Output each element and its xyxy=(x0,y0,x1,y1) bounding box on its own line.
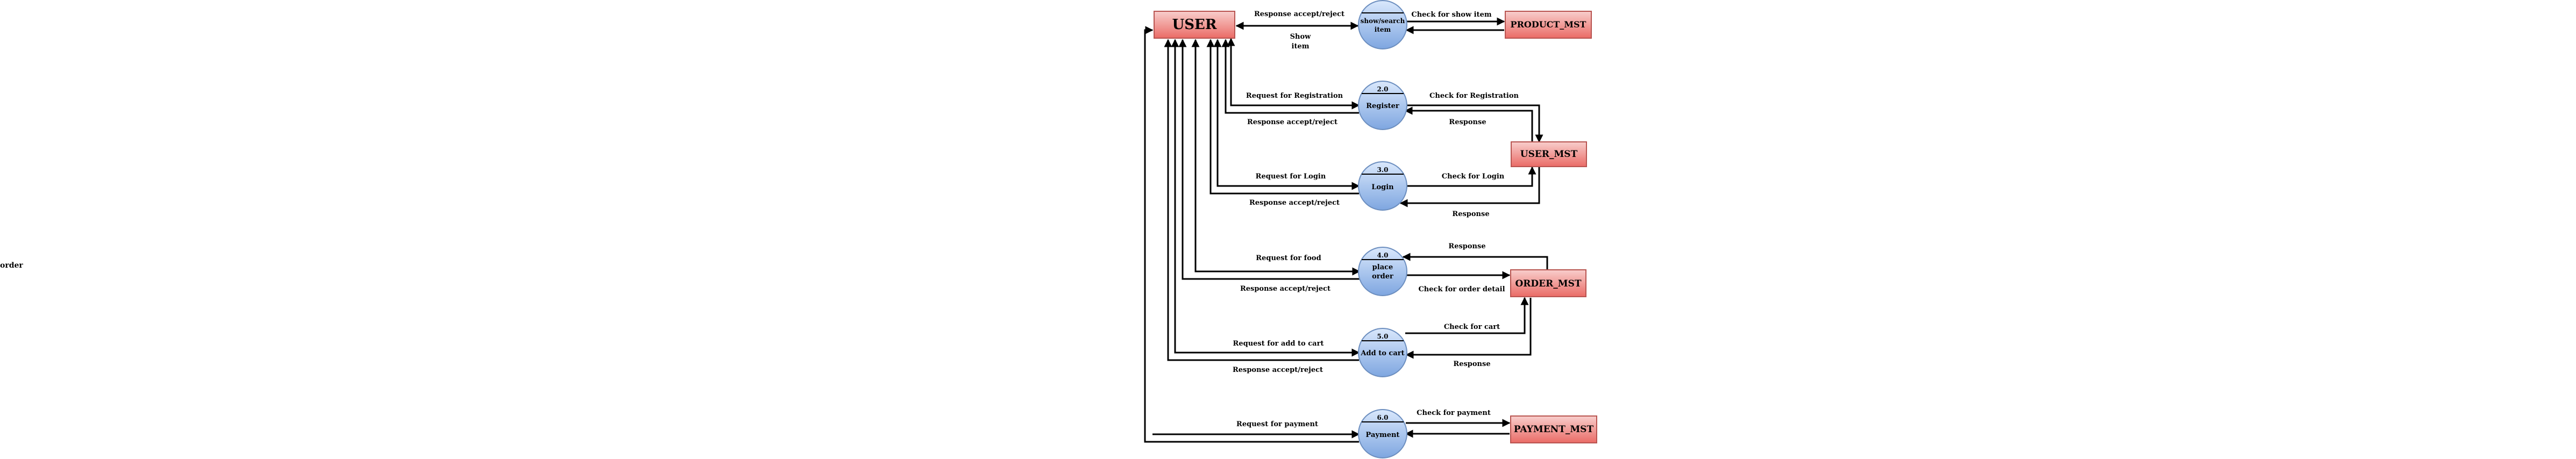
edge-login-db-response xyxy=(1399,167,1540,207)
process-show-search-item: show/search item xyxy=(1358,0,1407,49)
process-cart-name: Add to cart xyxy=(1360,349,1404,357)
label-order-db-response: Response xyxy=(1448,242,1485,250)
process-login-number: 3.0 xyxy=(1377,166,1389,174)
label-payment-request: Request for payment xyxy=(1236,420,1318,428)
label-login-check: Check for Login xyxy=(1442,173,1505,181)
process-payment: 6.0 Payment xyxy=(1358,409,1407,458)
entity-order-mst-label: ORDER_MST xyxy=(1515,278,1581,289)
label-cart-request: Request for add to cart xyxy=(1233,340,1324,348)
label-show-request: Response accept/reject xyxy=(1254,10,1344,18)
label-cart-db-response: Response xyxy=(1453,360,1490,368)
process-register-name: Register xyxy=(1366,102,1399,110)
edge-login-check xyxy=(1405,166,1536,187)
edge-register-check xyxy=(1405,104,1543,143)
edge-order-response xyxy=(1178,39,1360,280)
edge-register-db-response xyxy=(1404,106,1533,142)
process-order-name-line2: order xyxy=(1372,272,1393,281)
entity-user-mst: USER_MST xyxy=(1511,141,1587,167)
label-login-db-response: Response xyxy=(1452,210,1489,218)
entity-payment-mst-label: PAYMENT_MST xyxy=(1514,424,1594,435)
label-register-request: Request for Registration xyxy=(1246,92,1343,100)
edge-cart-db-response xyxy=(1405,298,1532,359)
stray-text-fragment: order xyxy=(0,261,23,270)
entity-order-mst: ORDER_MST xyxy=(1510,269,1586,297)
label-payment-check: Check for payment xyxy=(1417,409,1491,417)
label-order-response: Response accept/reject xyxy=(1240,285,1330,293)
label-order-request: Request for food xyxy=(1256,254,1321,262)
label-order-check: Check for order detail xyxy=(1418,285,1505,293)
label-cart-response: Response accept/reject xyxy=(1233,366,1323,374)
entity-user-box xyxy=(1154,11,1235,39)
process-login: 3.0 Login xyxy=(1358,161,1407,211)
label-cart-check: Check for cart xyxy=(1444,323,1500,331)
entity-product-mst-box xyxy=(1505,11,1592,39)
process-place-order: 4.0 place order xyxy=(1358,247,1407,296)
process-show-circle xyxy=(1358,0,1407,49)
label-show-check: Check for show item xyxy=(1411,11,1492,19)
entity-product-mst-label: PRODUCT_MST xyxy=(1511,19,1586,30)
edge-register-response xyxy=(1221,39,1359,114)
process-register: 2.0 Register xyxy=(1358,81,1407,130)
edge-order-db-response xyxy=(1402,253,1548,269)
edge-login-response xyxy=(1206,39,1359,195)
label-register-check: Check for Registration xyxy=(1429,92,1519,100)
process-register-number: 2.0 xyxy=(1377,85,1389,93)
entity-payment-mst-box xyxy=(1510,415,1597,443)
entity-user-mst-label: USER_MST xyxy=(1520,149,1578,160)
label-login-request: Request for Login xyxy=(1256,173,1326,181)
process-show-name-line1: show/search xyxy=(1361,17,1405,25)
entity-order-mst-box xyxy=(1510,269,1586,297)
process-order-number: 4.0 xyxy=(1377,252,1389,259)
process-payment-name: Payment xyxy=(1366,431,1400,439)
entity-payment-mst: PAYMENT_MST xyxy=(1510,415,1597,443)
label-register-response: Response accept/reject xyxy=(1247,118,1337,126)
edge-cart-response xyxy=(1164,39,1359,361)
process-login-name: Login xyxy=(1371,183,1394,191)
label-register-db-response: Response xyxy=(1449,118,1486,126)
entity-user-mst-box xyxy=(1511,141,1587,167)
edge-cart-request xyxy=(1171,39,1360,357)
label-show-response-line2: item xyxy=(1292,42,1310,51)
label-login-response: Response accept/reject xyxy=(1249,199,1340,207)
entity-product-mst: PRODUCT_MST xyxy=(1505,11,1592,39)
process-order-name-line1: place xyxy=(1372,263,1393,271)
entity-user: USER xyxy=(1154,11,1235,39)
entity-user-label: USER xyxy=(1172,17,1217,33)
edge-payment-response xyxy=(1144,26,1359,443)
edge-cart-check xyxy=(1405,297,1529,334)
edge-order-request xyxy=(1191,39,1361,276)
process-add-to-cart: 5.0 Add to cart xyxy=(1358,328,1407,377)
label-show-response-line1: Show xyxy=(1290,33,1312,41)
process-cart-number: 5.0 xyxy=(1377,333,1389,340)
process-payment-number: 6.0 xyxy=(1377,414,1389,421)
process-show-name-line2: item xyxy=(1375,26,1391,33)
